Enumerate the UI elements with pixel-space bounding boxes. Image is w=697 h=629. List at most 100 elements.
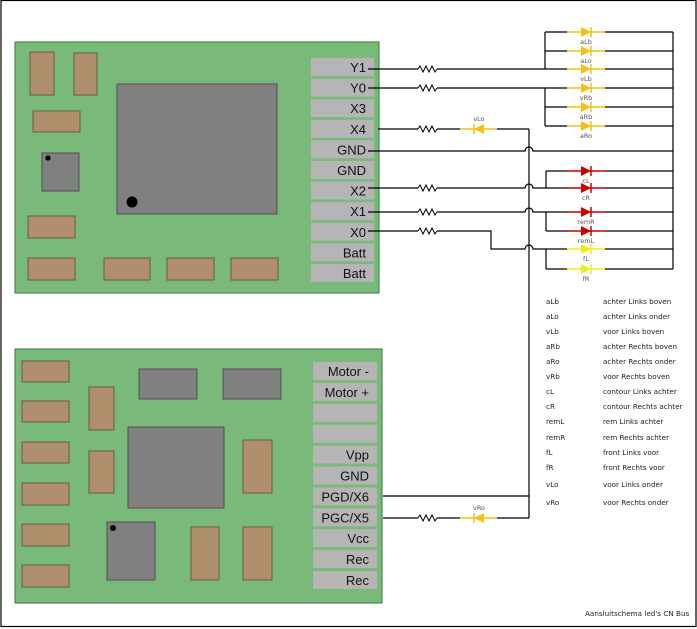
pin-pad-bg	[311, 202, 374, 221]
pin-label: X0	[350, 225, 366, 240]
led-aLo: aLo	[567, 46, 605, 65]
resistor-symbol	[417, 83, 438, 93]
legend-code: fR	[546, 463, 554, 472]
led-label: vLb	[580, 75, 592, 83]
led-vLo: vLo	[460, 115, 497, 134]
smd-component	[230, 257, 279, 281]
led-label: fR	[583, 275, 590, 283]
legend-code: fL	[546, 448, 553, 457]
small-chip	[106, 521, 156, 581]
pin-label: GND	[340, 469, 369, 484]
pin-pad: Rec	[313, 550, 377, 569]
legend-code: vRb	[546, 372, 560, 381]
legend-description: rem Rechts achter	[603, 433, 669, 442]
led-label: aRo	[580, 132, 592, 140]
pin-pad: GND	[313, 466, 377, 485]
legend-row: vRb voor Rechts boven	[546, 372, 670, 381]
legend-code: aLo	[546, 312, 559, 321]
led-diode-icon	[581, 166, 591, 176]
pin-pad: Rec	[313, 571, 377, 589]
pin-pad-bg	[313, 403, 377, 422]
pin-label: X1	[350, 204, 366, 219]
led-aRb: aRb	[567, 102, 605, 121]
led-label: cR	[582, 194, 591, 202]
led-vRo: vRo	[460, 504, 497, 523]
led-label: cL	[582, 177, 590, 185]
led-aRo: aRo	[567, 121, 605, 140]
led-diode-icon	[581, 27, 591, 37]
legend-description: voor Links boven	[603, 327, 664, 336]
resistor-symbol	[417, 513, 438, 523]
led-label: aRb	[580, 113, 593, 121]
resistor-symbol	[417, 183, 438, 193]
resistor-symbol	[417, 207, 438, 217]
led-diode-icon	[581, 83, 591, 93]
pin-pad-bg	[311, 140, 374, 159]
led-aLb: aLb	[567, 27, 605, 46]
led-label: fL	[583, 255, 589, 263]
pin-pad-bg	[311, 78, 374, 97]
pin-label: X3	[350, 101, 366, 116]
led-diode-icon	[474, 513, 484, 523]
resistor-symbol	[417, 226, 438, 236]
led-label: remL	[578, 237, 595, 245]
pin-label: GND	[337, 142, 366, 157]
pin-pad	[313, 403, 377, 422]
led-diode-icon	[581, 207, 591, 217]
pin-pad-bg	[311, 58, 374, 76]
smd-component	[21, 360, 70, 383]
legend-description: contour Links achter	[603, 387, 677, 396]
led-remL: remL	[567, 226, 605, 245]
legend-row: fR front Rechts voor	[546, 463, 665, 472]
legend-description: contour Rechts achter	[603, 402, 683, 411]
pin-pad-bg	[311, 119, 374, 138]
pin-pad-bg	[313, 424, 377, 443]
pin-pad: Vcc	[313, 529, 377, 548]
pin-label: PGC/X5	[321, 510, 369, 525]
pin-label: X2	[350, 184, 366, 199]
pin-pad-bg	[311, 99, 374, 118]
smd-component	[21, 482, 70, 506]
pin-pad: Batt	[311, 243, 374, 262]
pin-pad: Vpp	[313, 445, 377, 464]
pin-label: Vcc	[347, 531, 369, 546]
led-diode-icon	[581, 244, 591, 254]
pin-pad: X4	[311, 119, 374, 138]
led-vLb: vLb	[567, 64, 605, 83]
legend-code: vLo	[546, 480, 559, 489]
pin-pad: X3	[311, 99, 374, 118]
pin-label: Rec	[346, 573, 370, 588]
pin-pad-bg	[313, 382, 377, 401]
pin-label: Batt	[343, 266, 367, 281]
smd-component	[21, 523, 70, 547]
legend-description: voor Rechts boven	[603, 372, 670, 381]
resistor-symbol	[417, 124, 438, 134]
pin-label: Motor +	[325, 385, 369, 400]
smd-component	[21, 400, 70, 423]
smd-component	[27, 257, 76, 281]
led-diode-icon	[581, 102, 591, 112]
legend-description: front Rechts voor	[603, 463, 665, 472]
pin-pad: X2	[311, 181, 374, 200]
smd-component	[73, 52, 98, 96]
legend-description: front Links voor	[603, 448, 659, 457]
smd-component	[27, 215, 76, 239]
pin-label: X4	[350, 122, 366, 137]
smd-component	[88, 450, 115, 494]
legend-code: cL	[546, 387, 554, 396]
led-cL: cL	[567, 166, 605, 185]
led-diode-icon	[581, 64, 591, 74]
pin-pad: Y1	[311, 58, 374, 76]
pin-pad: PGD/X6	[313, 487, 377, 506]
pin-label: Y1	[350, 60, 366, 75]
resistor-symbol	[417, 64, 438, 74]
